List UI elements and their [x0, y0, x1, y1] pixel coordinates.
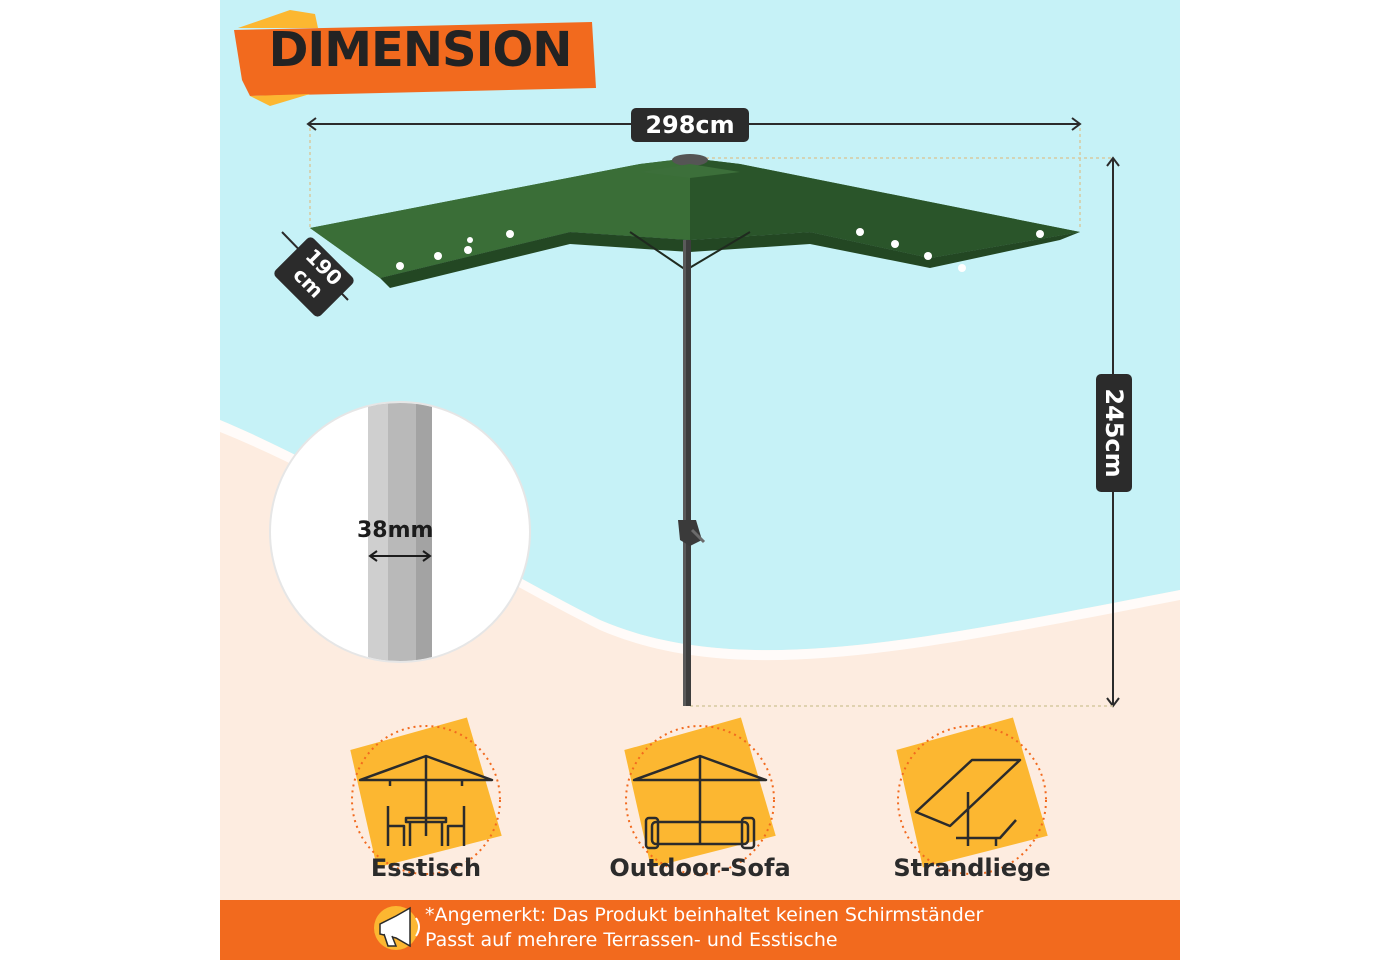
- umbrella-pole: [678, 240, 706, 706]
- note-line-2: Passt auf mehrere Terrassen- und Esstisc…: [425, 929, 838, 951]
- product-image: DIMENSION 298cm 245cm 190 cm 38mm Esstis…: [220, 0, 1180, 960]
- led-lights: [396, 228, 1044, 272]
- title-badge: [234, 10, 596, 106]
- height-badge-text: 245cm: [1100, 388, 1128, 478]
- pole-zoom-circle: [269, 401, 531, 663]
- use-label-sofa: Outdoor-Sofa: [609, 854, 791, 882]
- umbrella-illustration: [220, 10, 1180, 960]
- megaphone-icon: [374, 906, 420, 950]
- umbrella-sofa-icon: [632, 754, 768, 850]
- use-label-lounger: Strandliege: [893, 854, 1051, 882]
- umbrella-dining-table-icon: [358, 754, 494, 846]
- note-line-1: *Angemerkt: Das Produkt beinhaltet keine…: [425, 904, 984, 926]
- width-badge: 298cm: [631, 108, 749, 142]
- umbrella-sunlounger-icon: [914, 758, 1022, 846]
- umbrella-canopy: [310, 154, 1080, 288]
- use-label-dining: Esstisch: [370, 854, 482, 882]
- pole-diameter-label: 38mm: [357, 518, 434, 543]
- page-title: DIMENSION: [268, 22, 573, 78]
- height-badge: 245cm: [1096, 374, 1132, 492]
